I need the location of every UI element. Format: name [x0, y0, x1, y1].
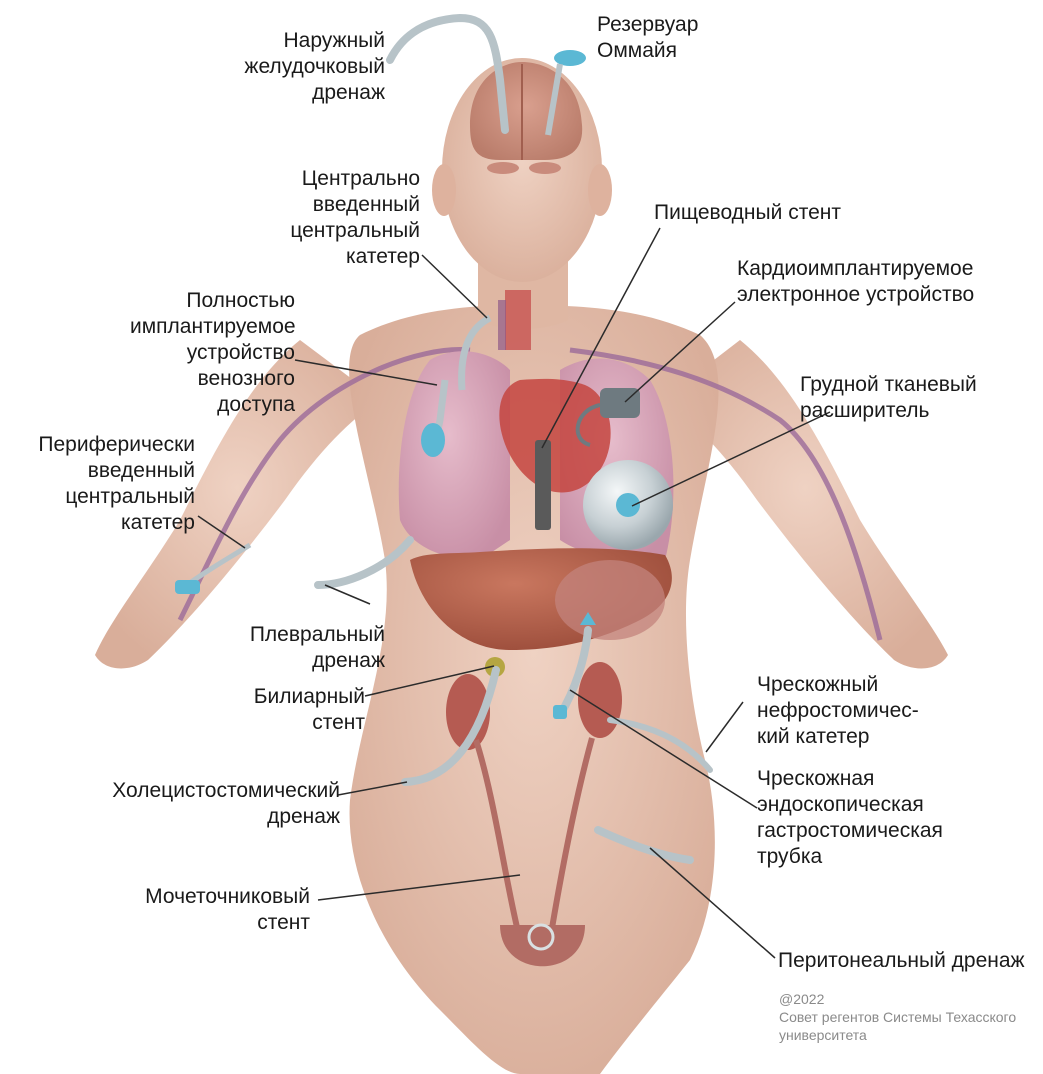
label-biliary-stent: Билиарный стент — [215, 684, 365, 736]
label-peritoneal-drain: Перитонеальный дренаж — [778, 948, 1038, 974]
label-ureteral-stent: Мочеточниковый стент — [100, 884, 310, 936]
label-pleural-drain: Плевральный дренаж — [230, 622, 385, 674]
label-cholecystostomy: Холецистостомический дренаж — [40, 778, 340, 830]
label-nephrostomy: Чрескожный нефростомичес- кий катетер — [757, 672, 957, 750]
label-breast-expander: Грудной тканевый расширитель — [800, 372, 1030, 424]
leader-nephrostomy — [706, 702, 743, 752]
copyright-notice: @2022 Совет регентов Системы Техасского … — [779, 990, 1016, 1044]
label-external-ventricular-drain: Наружный желудочковый дренаж — [210, 28, 385, 106]
esophageal-stent-graphic — [535, 440, 551, 530]
label-peg-tube: Чрескожная эндоскопическая гастростомиче… — [757, 766, 987, 870]
leader-pleural — [325, 585, 370, 604]
label-cardiac-device: Кардиоимплантируемое электронное устройс… — [737, 256, 1037, 308]
label-picc: Периферически введенный центральный кате… — [0, 432, 195, 536]
label-centrally-inserted-catheter: Центрально введенный центральный катетер — [255, 166, 420, 270]
label-esophageal-stent: Пищеводный стент — [654, 200, 914, 226]
label-implanted-port: Полностью имплантируемое устройство вено… — [130, 288, 295, 418]
label-ommaya-reservoir: Резервуар Оммайя — [597, 12, 737, 64]
